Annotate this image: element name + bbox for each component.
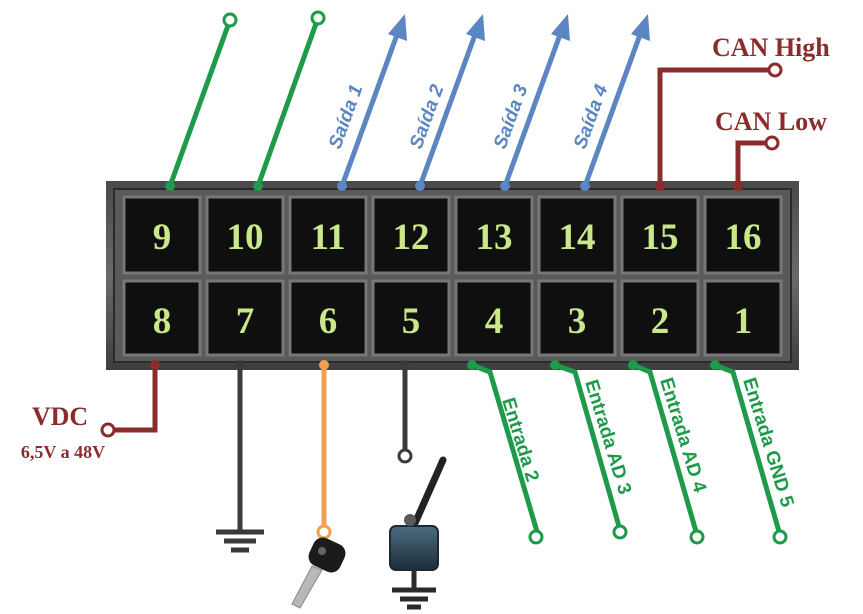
wire-pin-7-ground xyxy=(235,360,245,530)
pin-cell-14 xyxy=(537,195,617,275)
wire-pin-2 xyxy=(628,360,705,545)
label-saida-2: Saída 2 xyxy=(406,82,449,152)
pin-number-8: 8 xyxy=(153,301,172,342)
toggle-switch-icon xyxy=(389,456,447,610)
wire-pin-6-ignition xyxy=(316,360,332,540)
ignition-key-icon xyxy=(291,537,346,609)
label-can-high: CAN High xyxy=(712,33,830,62)
label-vdc: VDC xyxy=(32,402,88,431)
pin-cell-8 xyxy=(122,279,202,357)
label-saida-1: Saída 1 xyxy=(325,82,367,152)
label-saida-3: Saída 3 xyxy=(490,82,533,152)
pin-cell-5 xyxy=(371,279,451,357)
pin-number-16: 16 xyxy=(725,217,762,258)
pin-cell-6 xyxy=(288,279,368,357)
pin-number-2: 2 xyxy=(651,301,670,342)
pin-cell-12 xyxy=(371,195,451,275)
pin-number-15: 15 xyxy=(642,217,679,258)
pin-cell-2 xyxy=(620,279,700,357)
pin-number-3: 3 xyxy=(568,301,587,342)
wire-can-high xyxy=(655,62,783,191)
pin-number-10: 10 xyxy=(227,217,264,258)
wire-pin-1 xyxy=(710,360,788,545)
pin-number-12: 12 xyxy=(393,217,430,258)
pin-cell-15 xyxy=(620,195,700,275)
wire-pin-4 xyxy=(467,360,544,545)
output-arrow-13 xyxy=(500,14,570,191)
wire-pin-9 xyxy=(165,12,238,191)
label-entrada-2: Entrada 2 xyxy=(497,395,542,484)
pin-cell-13 xyxy=(454,195,534,275)
pin-cell-10 xyxy=(205,195,285,275)
ground-icon xyxy=(216,529,264,553)
pin-cell-16 xyxy=(703,195,783,275)
wire-pin-5-switch xyxy=(397,360,413,464)
pin-number-4: 4 xyxy=(485,301,504,342)
pin-number-5: 5 xyxy=(402,301,421,342)
pin-cell-11 xyxy=(288,195,368,275)
label-can-low: CAN Low xyxy=(715,107,827,136)
pin-cell-9 xyxy=(122,195,202,275)
output-arrow-14 xyxy=(580,14,650,191)
wire-can-low xyxy=(733,135,780,191)
output-arrow-12 xyxy=(415,14,485,191)
pin-number-14: 14 xyxy=(559,217,596,258)
pin-number-11: 11 xyxy=(311,217,346,258)
pin-cell-7 xyxy=(205,279,285,357)
pin-cell-1 xyxy=(703,279,783,357)
pin-row-top xyxy=(122,195,783,275)
output-arrow-11 xyxy=(337,14,407,191)
wire-vdc xyxy=(100,360,160,438)
label-saida-4: Saída 4 xyxy=(570,82,613,152)
pin-number-7: 7 xyxy=(236,301,255,342)
pin-number-13: 13 xyxy=(476,217,513,258)
pin-row-bottom xyxy=(122,279,783,357)
pin-cell-3 xyxy=(537,279,617,357)
pin-number-9: 9 xyxy=(153,217,172,258)
pin-number-6: 6 xyxy=(319,301,338,342)
wire-pin-10 xyxy=(253,10,326,191)
pin-cell-4 xyxy=(454,279,534,357)
wire-pin-3 xyxy=(550,360,628,540)
label-vdc-range: 6,5V a 48V xyxy=(21,442,105,462)
pin-number-1: 1 xyxy=(734,301,753,342)
